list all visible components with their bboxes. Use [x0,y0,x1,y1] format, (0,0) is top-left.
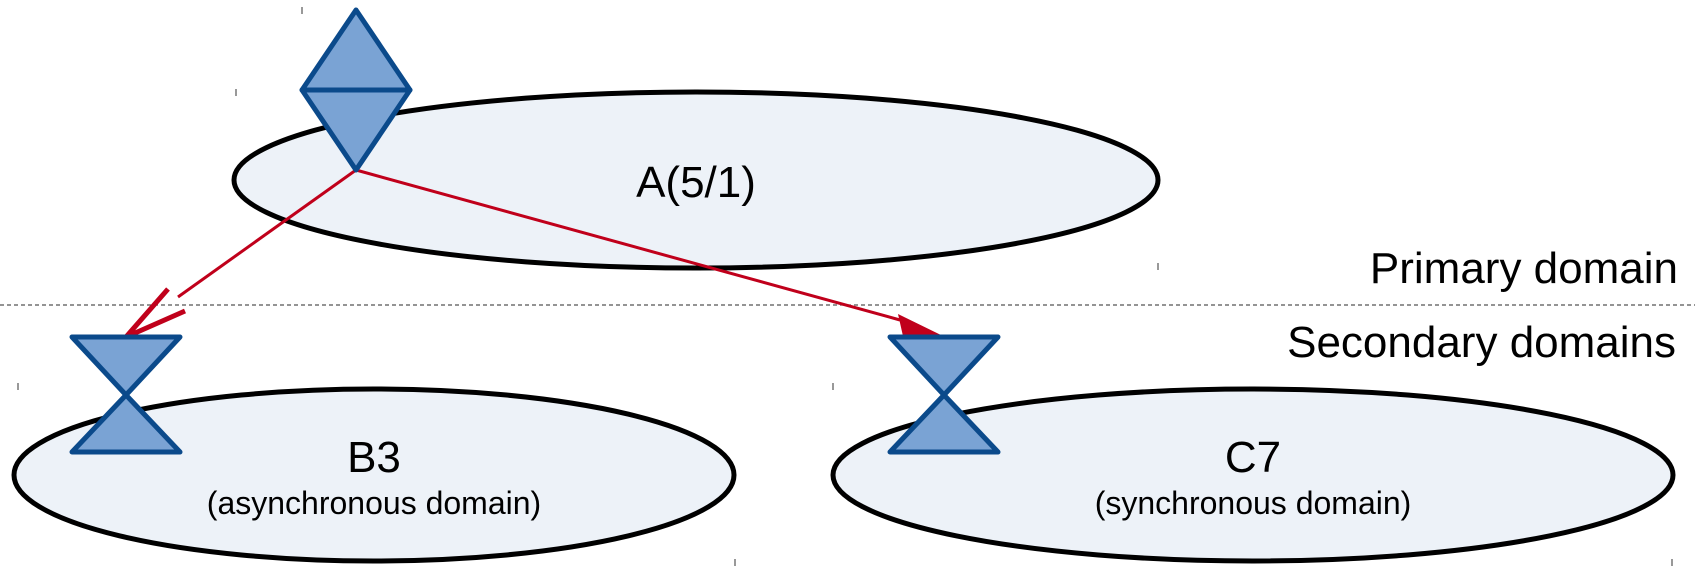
secondary-domain-label: Secondary domains [1287,318,1676,367]
primary-domain-label: Primary domain [1370,244,1678,293]
hourglass-icon [887,334,1001,455]
node-c[interactable]: C7 (synchronous domain) [830,386,1676,564]
node-a[interactable]: A(5/1) [231,89,1161,271]
node-b-sublabel: (asynchronous domain) [207,485,541,521]
node-c-label: C7 [1225,433,1281,482]
node-b-label: B3 [347,433,401,482]
node-a-label: A(5/1) [636,158,756,207]
node-c-ellipse [830,386,1676,564]
node-c-sublabel: (synchronous domain) [1095,485,1412,521]
node-b[interactable]: B3 (asynchronous domain) [11,386,737,564]
diamond-icon [299,7,413,173]
open-arrowhead [124,287,187,340]
node-a-ellipse [231,89,1161,271]
hourglass-icon [69,334,183,455]
node-b-ellipse [11,386,737,564]
